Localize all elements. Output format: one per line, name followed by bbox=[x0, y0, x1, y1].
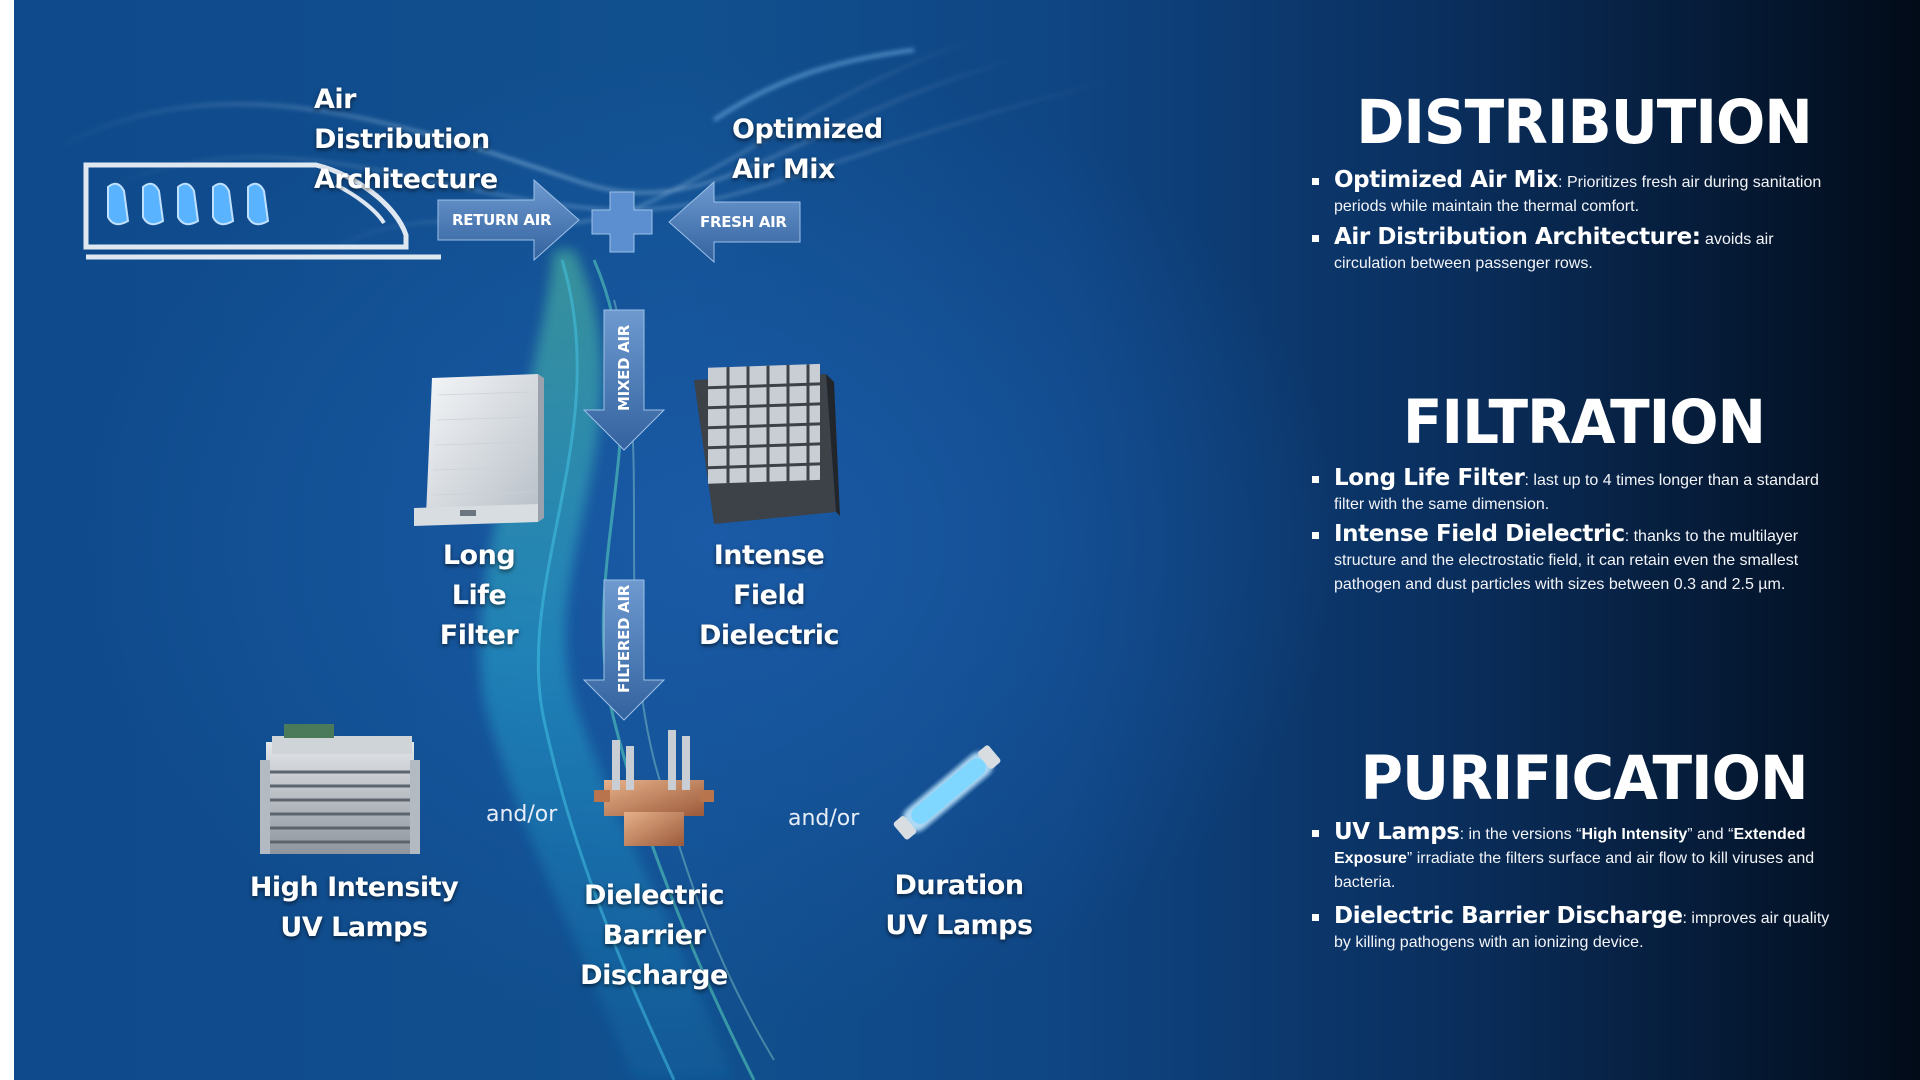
air-filter-icon bbox=[414, 374, 544, 526]
long-life-filter-sep: : bbox=[1524, 472, 1529, 489]
intense-field-dielectric-label: Intense Field Dielectric bbox=[694, 536, 844, 656]
high-intensity-uv-line-2: UV Lamps bbox=[280, 912, 428, 943]
purification-title: PURIFICATION bbox=[1360, 742, 1809, 814]
optimized-air-mix-line-1: Optimized bbox=[732, 114, 883, 145]
dbd-text: improves air quality by killing pathogen… bbox=[1334, 910, 1830, 951]
purification-item-uv-lamps: UV Lamps: in the versions “High Intensit… bbox=[1312, 819, 1834, 895]
return-air-arrow bbox=[437, 178, 580, 262]
dbd-head: Dielectric Barrier Discharge bbox=[1334, 903, 1683, 929]
dielectric-barrier-discharge-label: Dielectric Barrier Discharge bbox=[534, 876, 774, 996]
air-distribution-line-1: Air bbox=[314, 84, 356, 115]
dbd-sep: : bbox=[1682, 910, 1687, 927]
uv-lamps-mid: ” and “ bbox=[1687, 826, 1734, 843]
optimized-air-mix-sep: : bbox=[1558, 174, 1563, 191]
filtered-air-label: FILTERED AIR bbox=[615, 585, 633, 693]
return-air-label: RETURN AIR bbox=[452, 211, 552, 229]
high-intensity-uv-label: High Intensity UV Lamps bbox=[244, 868, 464, 948]
airflow-diagram bbox=[53, 39, 1115, 1080]
optimized-air-mix-text: Prioritizes fresh air during sanitation … bbox=[1334, 174, 1822, 215]
fresh-air-label: FRESH AIR bbox=[700, 213, 787, 231]
air-distribution-architecture-head: Air Distribution Architecture: bbox=[1334, 224, 1701, 250]
intense-field-dielectric-line-1: Intense bbox=[713, 540, 825, 571]
optimized-air-mix-label: Optimized Air Mix bbox=[732, 110, 883, 190]
distribution-item-optimized-air-mix: Optimized Air Mix: Prioritizes fresh air… bbox=[1312, 167, 1834, 219]
long-life-filter-label: Long Life Filter bbox=[414, 536, 544, 656]
long-life-filter-head: Long Life Filter bbox=[1334, 465, 1525, 491]
uv-lamp-module-icon bbox=[260, 724, 420, 854]
duration-uv-label: Duration UV Lamps bbox=[874, 866, 1044, 946]
intense-field-dielectric-sep: : bbox=[1624, 528, 1630, 545]
fresh-air-arrow bbox=[668, 180, 801, 264]
and-or-connector-1: and/or bbox=[486, 802, 558, 827]
optimized-air-mix-head: Optimized Air Mix bbox=[1334, 167, 1559, 193]
filtered-air-arrow bbox=[582, 579, 666, 721]
intense-field-dielectric-line-2: Field bbox=[732, 580, 806, 611]
intense-field-dielectric-head: Intense Field Dielectric bbox=[1334, 521, 1625, 547]
infographic-canvas: Air Distribution Architecture Optimized … bbox=[14, 0, 1920, 1080]
duration-uv-line-2: UV Lamps bbox=[885, 910, 1033, 941]
intense-field-dielectric-line-3: Dielectric bbox=[698, 620, 840, 651]
intense-field-dielectric-text: thanks to the multilayer structure and t… bbox=[1334, 528, 1799, 593]
duration-uv-line-1: Duration bbox=[894, 870, 1024, 901]
filtration-title: FILTRATION bbox=[1402, 386, 1766, 458]
air-wisps bbox=[53, 39, 1115, 261]
long-life-filter-line-1: Long bbox=[442, 540, 516, 571]
uv-lamps-text: ” irradiate the filters surface and air … bbox=[1334, 850, 1815, 891]
dielectric-barrier-device-icon bbox=[594, 730, 714, 846]
uv-lamps-extended-exposure: Extended Exposure bbox=[1334, 826, 1806, 867]
air-distribution-label: Air Distribution Architecture bbox=[314, 80, 498, 200]
long-life-filter-line-3: Filter bbox=[439, 620, 519, 651]
dielectric-barrier-line-1: Dielectric Barrier bbox=[583, 880, 725, 951]
long-life-filter-line-2: Life bbox=[451, 580, 507, 611]
uv-tube-lamp-icon bbox=[893, 745, 1001, 840]
distribution-item-architecture: Air Distribution Architecture: avoids ai… bbox=[1312, 224, 1834, 276]
air-distribution-line-3: Architecture bbox=[314, 164, 498, 195]
purification-item-dbd: Dielectric Barrier Discharge: improves a… bbox=[1312, 903, 1834, 955]
plus-icon bbox=[591, 191, 653, 253]
uv-lamps-sep: : bbox=[1459, 826, 1465, 843]
air-distribution-architecture-text: avoids air circulation between passenger… bbox=[1334, 231, 1774, 272]
distribution-title: DISTRIBUTION bbox=[1356, 86, 1813, 158]
filtration-item-dielectric: Intense Field Dielectric: thanks to the … bbox=[1312, 521, 1834, 597]
optimized-air-mix-line-2: Air Mix bbox=[732, 154, 835, 185]
filtration-item-long-life-filter: Long Life Filter: last up to 4 times lon… bbox=[1312, 465, 1834, 517]
dielectric-barrier-line-2: Discharge bbox=[580, 960, 728, 991]
train-with-passenger-seats-icon bbox=[83, 162, 441, 260]
mixed-air-arrow bbox=[582, 309, 666, 451]
long-life-filter-text: last up to 4 times longer than a standar… bbox=[1334, 472, 1819, 513]
high-intensity-uv-line-1: High Intensity bbox=[249, 872, 459, 903]
air-distribution-line-2: Distribution bbox=[314, 124, 490, 155]
uv-lamps-head: UV Lamps bbox=[1334, 819, 1460, 845]
dielectric-filter-icon bbox=[694, 363, 840, 524]
uv-lamps-pre: in the versions “ bbox=[1464, 826, 1582, 843]
mixed-air-label: MIXED AIR bbox=[615, 324, 633, 411]
uv-lamps-high-intensity: High Intensity bbox=[1581, 826, 1688, 843]
and-or-connector-2: and/or bbox=[788, 806, 860, 831]
